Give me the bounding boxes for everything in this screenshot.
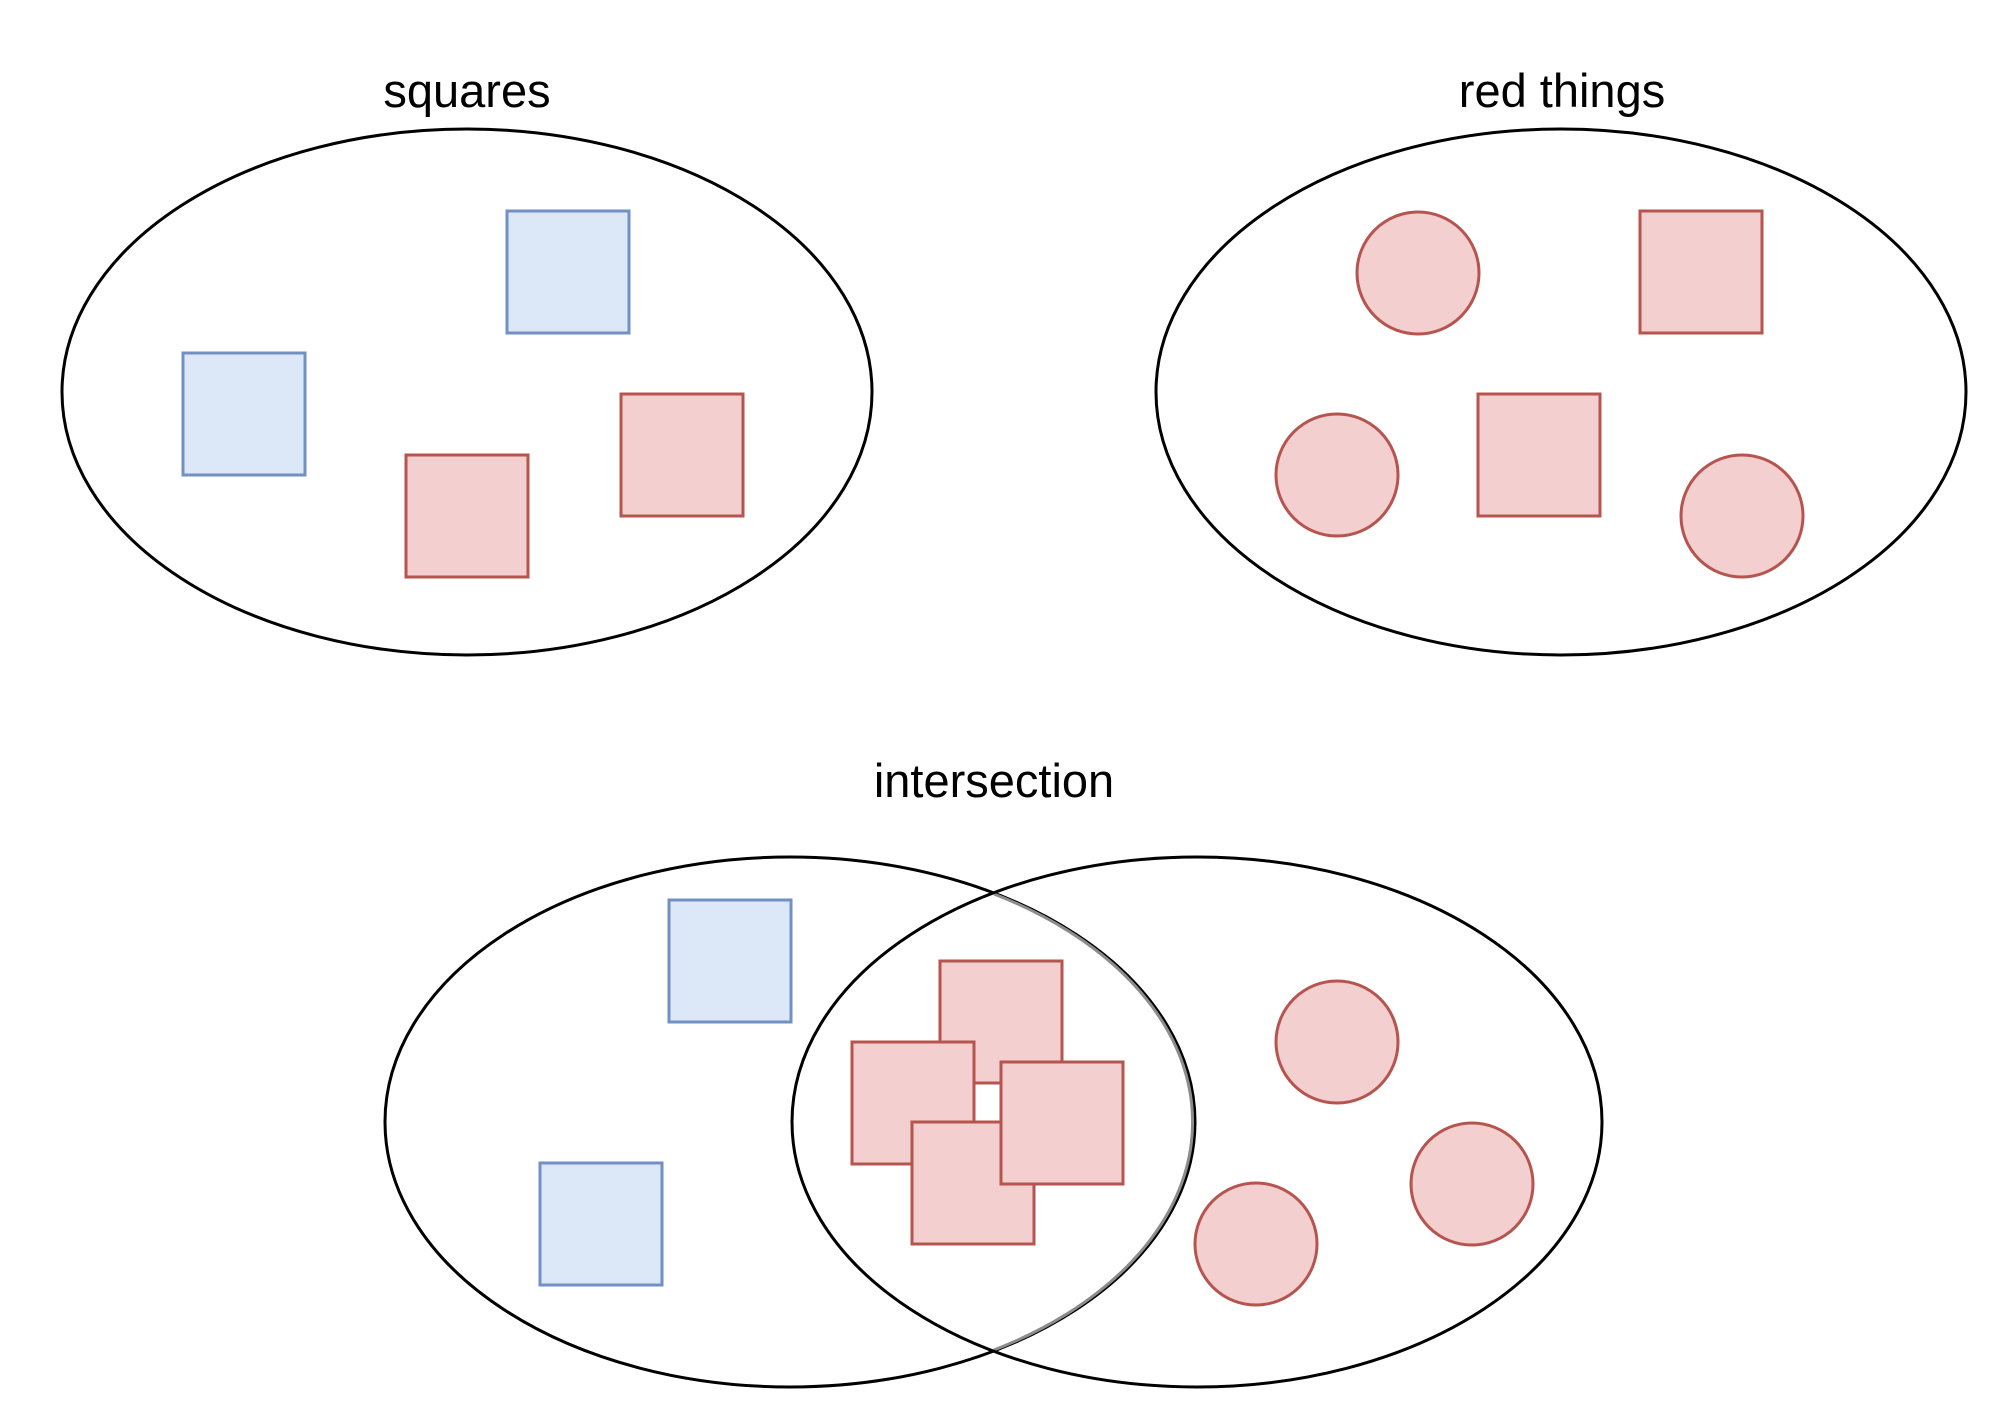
intersection-squares-ellipse bbox=[383, 855, 1197, 1389]
red-circle bbox=[1409, 1121, 1535, 1247]
red-circle bbox=[1679, 453, 1805, 579]
blue-square bbox=[667, 898, 793, 1024]
red-square bbox=[1638, 209, 1764, 335]
intersection-title: intersection bbox=[874, 754, 1114, 807]
red-square bbox=[404, 453, 530, 579]
red-circle bbox=[1193, 1181, 1319, 1307]
red-square bbox=[1476, 392, 1602, 518]
red-things-title: red things bbox=[1459, 64, 1665, 117]
blue-square bbox=[505, 209, 631, 335]
red-things-set: red things bbox=[1154, 64, 1968, 657]
intersection-set: intersection bbox=[383, 754, 1604, 1389]
squares-title: squares bbox=[383, 64, 550, 117]
intersection-inner-arc bbox=[993, 892, 1195, 1352]
red-circle bbox=[1274, 412, 1400, 538]
squares-set: squares bbox=[60, 64, 874, 657]
blue-square bbox=[538, 1161, 664, 1287]
red-square bbox=[999, 1060, 1125, 1186]
red-things-ellipse bbox=[1154, 127, 1968, 657]
red-circle bbox=[1355, 210, 1481, 336]
squares-ellipse bbox=[60, 127, 874, 657]
intersection-red-things-ellipse bbox=[790, 855, 1604, 1389]
red-square bbox=[619, 392, 745, 518]
red-circle bbox=[1274, 979, 1400, 1105]
blue-square bbox=[181, 351, 307, 477]
